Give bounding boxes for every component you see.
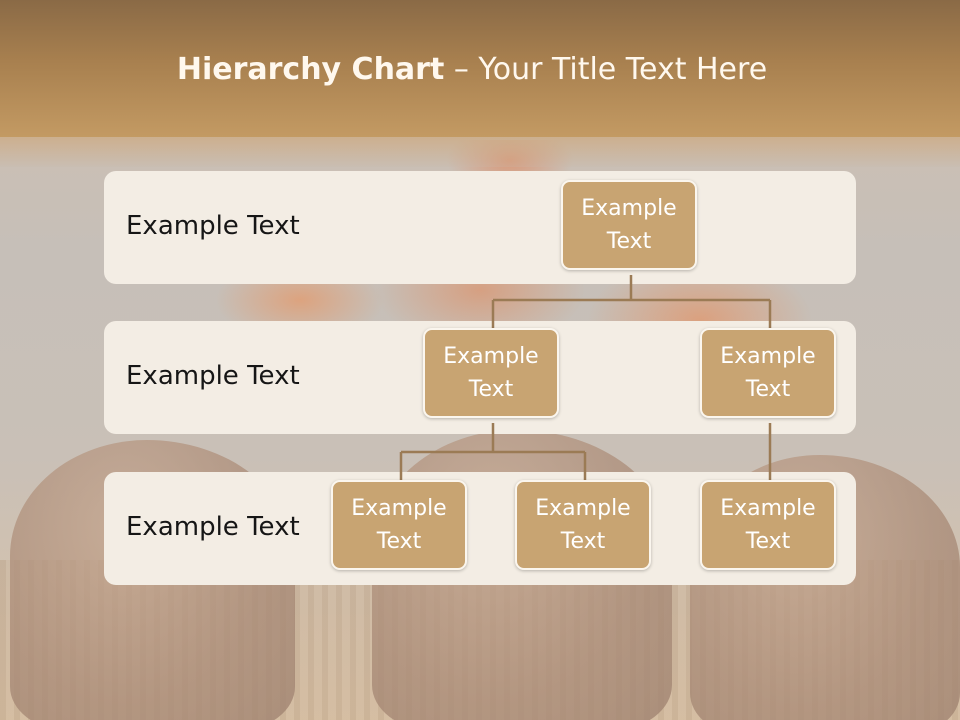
connector-root-to-level2 [491,275,772,330]
level-row-1: Example Text [104,171,856,284]
node-level3-right[interactable]: Example Text [700,480,836,570]
slide-title-bold: Hierarchy Chart [176,52,445,87]
node-level3-left[interactable]: Example Text [331,480,467,570]
node-root[interactable]: Example Text [561,180,697,270]
node-level2-right[interactable]: Example Text [700,328,836,418]
row-label: Example Text [126,361,300,391]
slide-title-rest: – Your Title Text Here [444,52,768,87]
row-label: Example Text [126,211,300,241]
row-label: Example Text [126,512,300,542]
slide-title: Hierarchy Chart – Your Title Text Here [0,52,944,87]
node-level2-left[interactable]: Example Text [423,328,559,418]
connector-left-to-level3 [399,423,587,482]
title-bar [0,0,960,137]
title-bar-band [0,137,960,167]
node-level3-middle[interactable]: Example Text [515,480,651,570]
